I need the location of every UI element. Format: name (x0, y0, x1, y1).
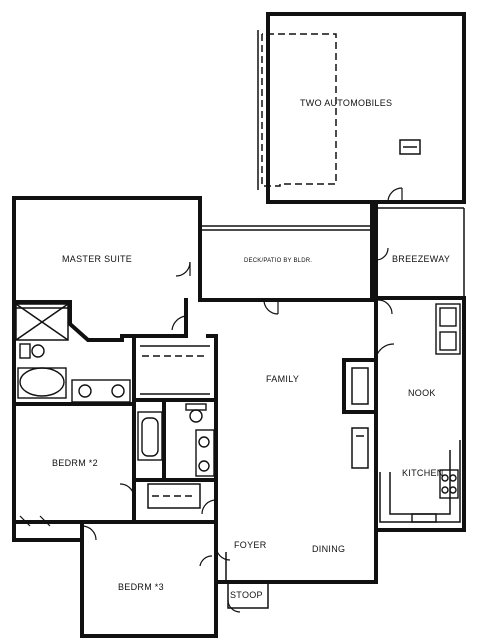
label-dining: DINING (312, 544, 345, 554)
label-garage: TWO AUTOMOBILES (300, 98, 392, 108)
label-kitchen: KITCHEN (402, 468, 444, 478)
label-patio: DECK/PATIO BY BLDR. (244, 258, 312, 264)
label-stoop: STOOP (230, 590, 263, 600)
garage (257, 12, 466, 204)
doors (19, 247, 395, 613)
label-nook: NOOK (408, 388, 436, 398)
label-breezeway: BREEZEWAY (392, 254, 450, 264)
label-bedroom-2: BEDRM *2 (52, 458, 98, 468)
house-walls (12, 196, 466, 638)
fixtures (17, 303, 461, 523)
label-foyer: FOYER (234, 540, 267, 550)
label-master-suite: MASTER SUITE (62, 254, 132, 264)
label-bedroom-3: BEDRM *3 (118, 582, 164, 592)
label-family: FAMILY (266, 374, 299, 384)
